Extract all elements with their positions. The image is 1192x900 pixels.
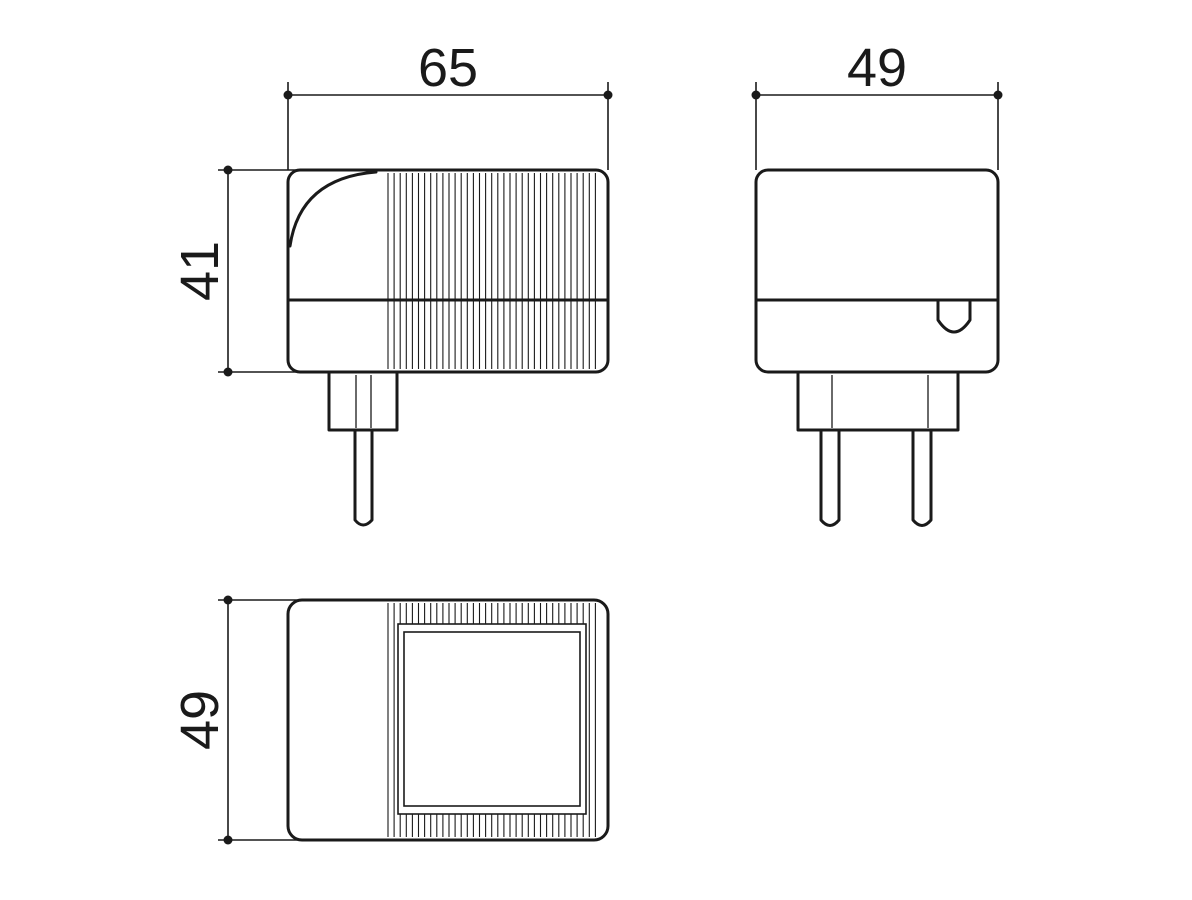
- bottom-view-body: [286, 598, 610, 842]
- dimension-side-height: 41: [170, 165, 300, 377]
- side-view-pin: [353, 428, 374, 527]
- front-view-pin-left: [819, 428, 841, 527]
- side-view-ribs: [387, 173, 596, 369]
- front-view-notch: [936, 298, 972, 334]
- dimension-bottom-depth: 49: [170, 595, 300, 845]
- dimension-label-front-49: 49: [847, 38, 907, 98]
- dimension-label-65: 65: [418, 38, 478, 98]
- dimension-side-width: 65: [283, 38, 613, 170]
- front-view-pin-right: [911, 428, 933, 527]
- side-view-body: [286, 168, 610, 374]
- side-view-plug-base: [327, 370, 399, 432]
- side-view: [286, 168, 610, 527]
- dimension-front-width: 49: [751, 38, 1003, 170]
- front-view: [754, 168, 1000, 527]
- dimension-label-41: 41: [170, 241, 230, 301]
- bottom-view-label-window: [403, 631, 581, 807]
- front-view-body: [754, 168, 1000, 374]
- side-view-curve: [288, 170, 378, 248]
- bottom-view: [286, 598, 610, 842]
- front-view-plug-base: [796, 370, 960, 432]
- dimension-label-bottom-49: 49: [170, 690, 230, 750]
